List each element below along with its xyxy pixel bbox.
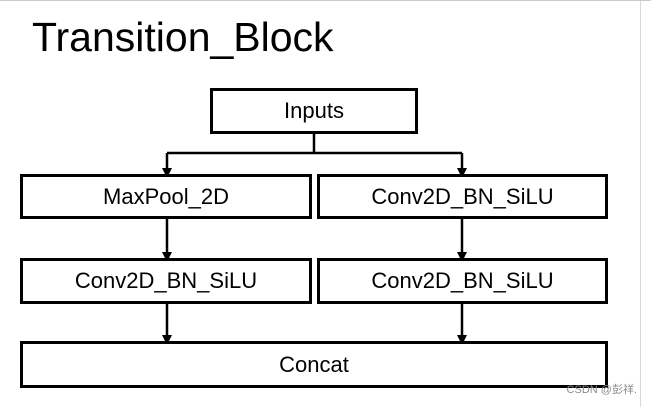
watermark-text: CSDN @彭祥. (566, 384, 637, 396)
node-conv-right-1: Conv2D_BN_SiLU (317, 174, 608, 219)
node-concat: Concat (20, 341, 608, 388)
node-maxpool: MaxPool_2D (20, 174, 312, 219)
edge-divider (640, 1, 641, 407)
page-title: Transition_Block (32, 14, 334, 60)
node-inputs: Inputs (210, 88, 418, 134)
node-conv-right-2: Conv2D_BN_SiLU (317, 258, 608, 304)
node-conv-left-2: Conv2D_BN_SiLU (20, 258, 312, 304)
